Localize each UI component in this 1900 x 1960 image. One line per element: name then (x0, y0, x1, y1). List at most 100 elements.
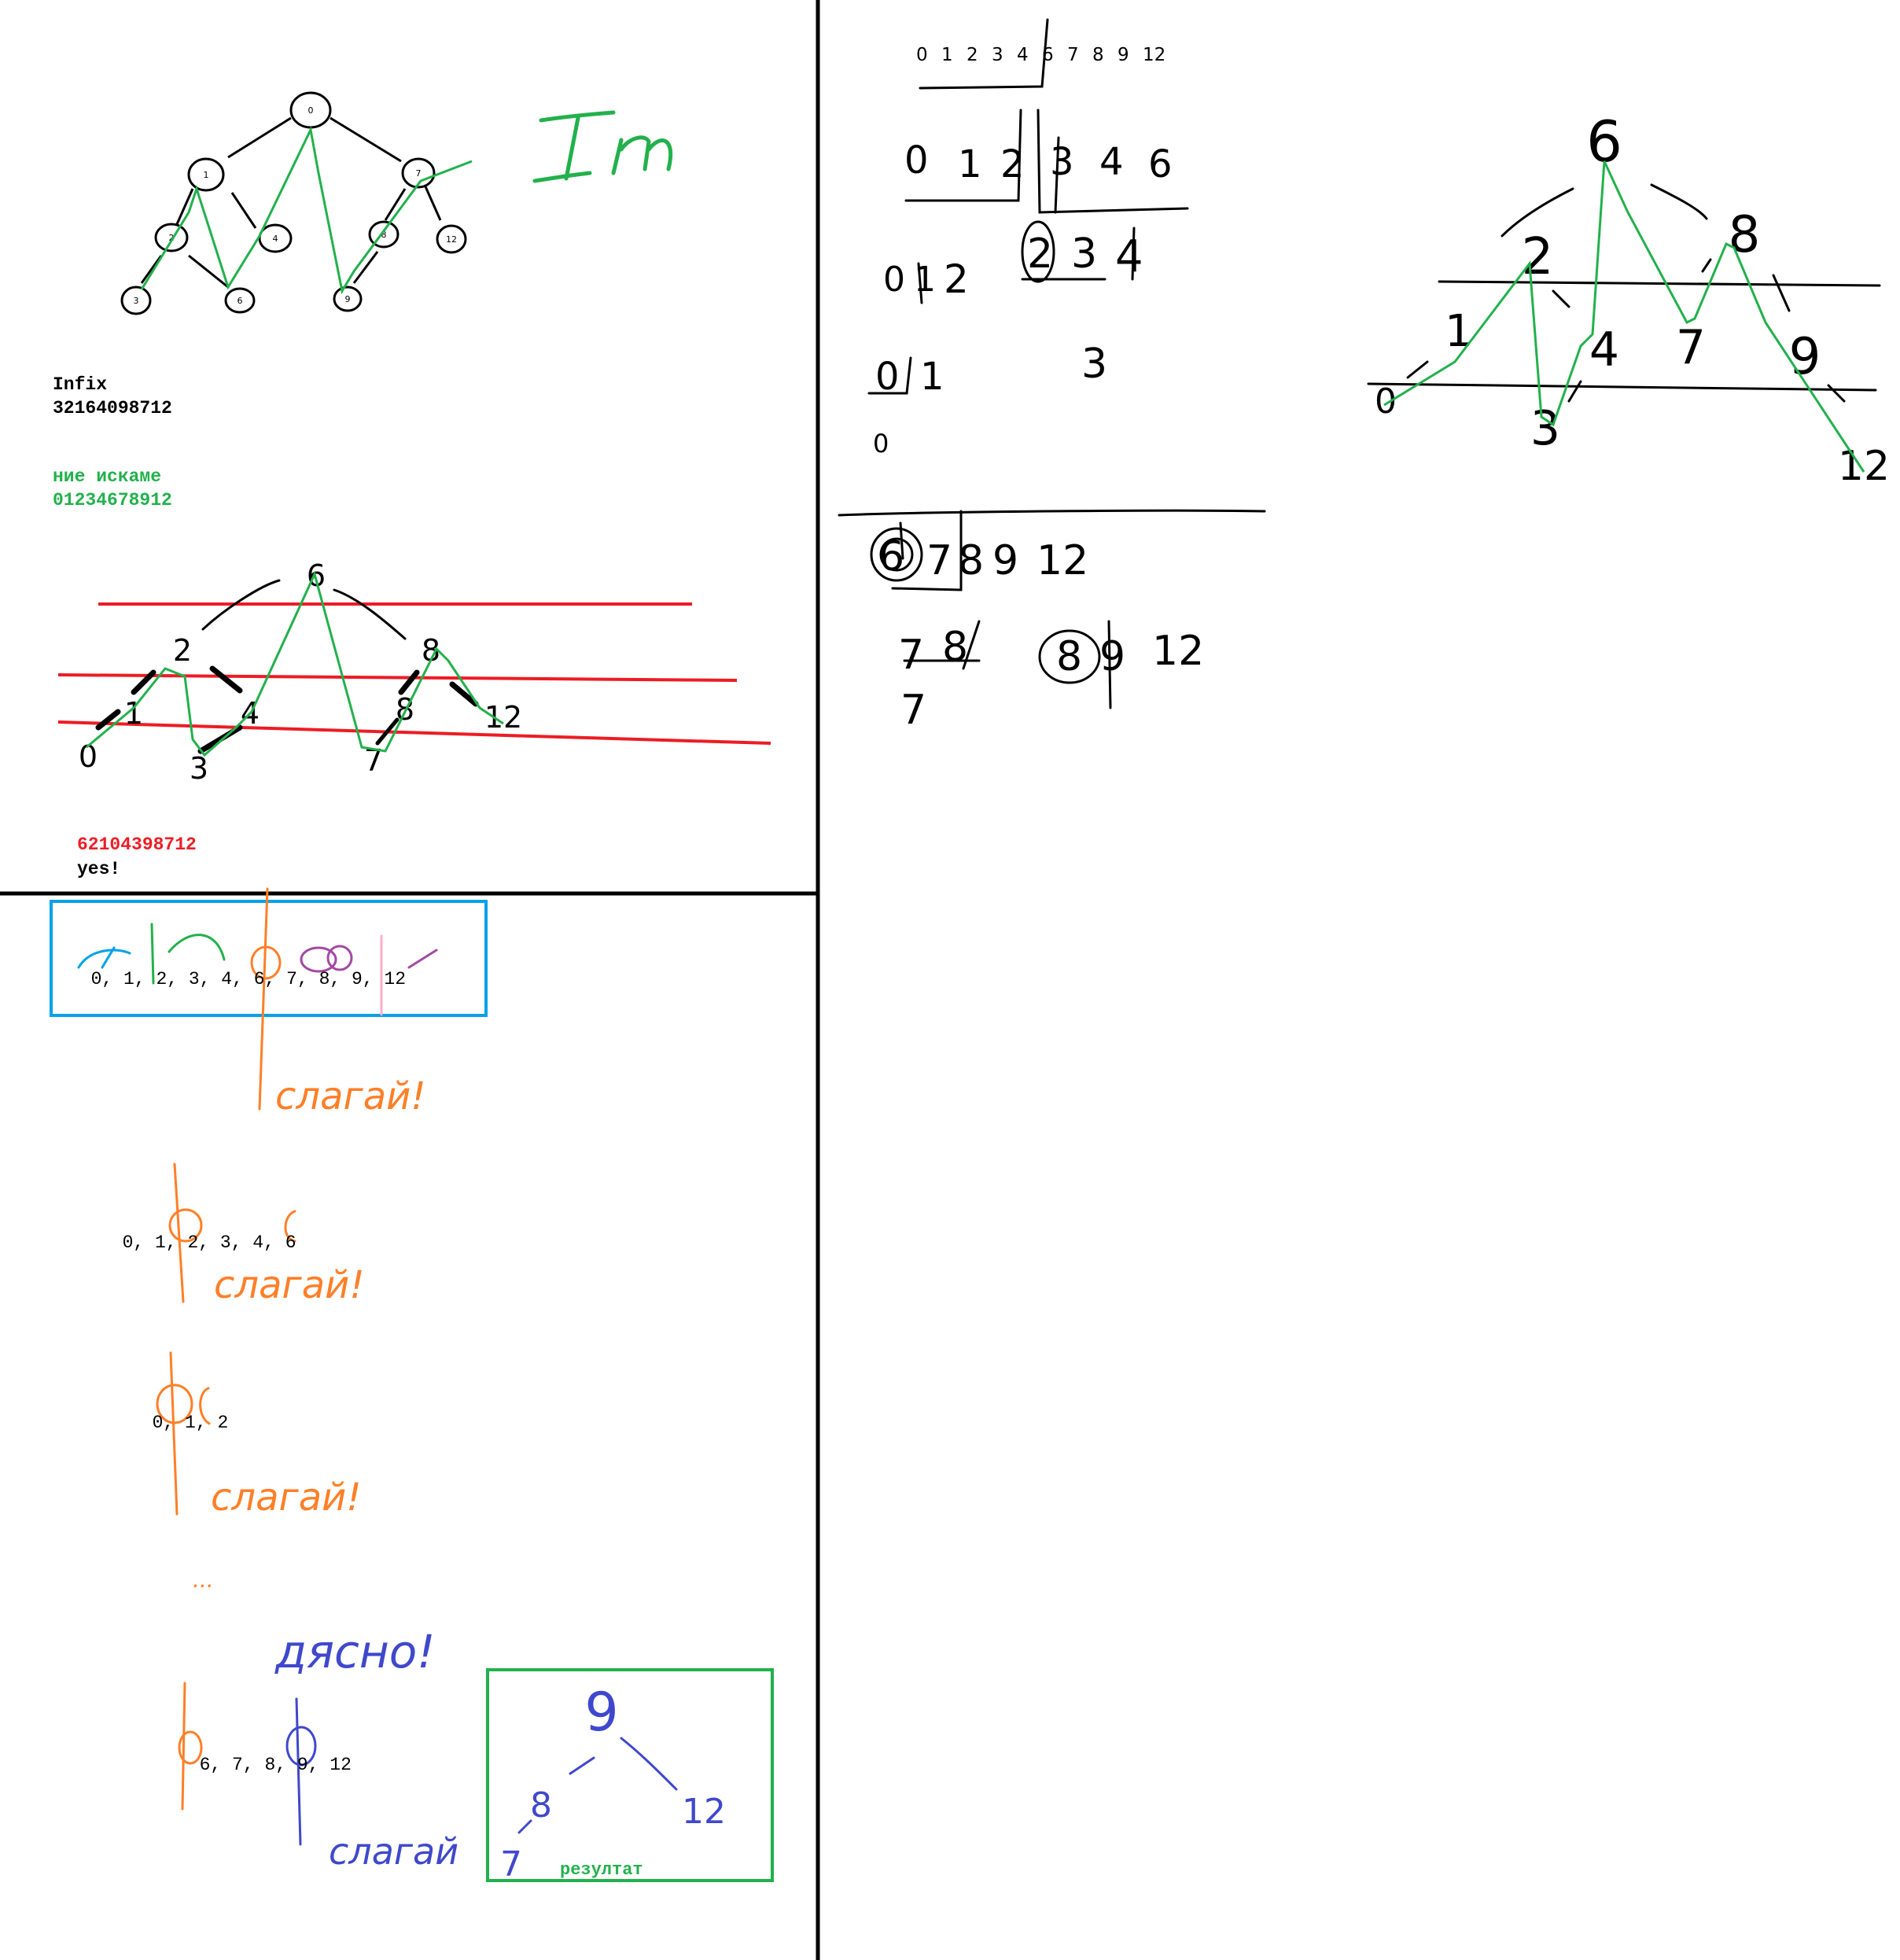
tree-1-edge (230, 192, 257, 229)
row2-left-item: 1 (914, 260, 936, 300)
seq-full-item: 9 (351, 969, 363, 989)
step4-word: слагай (329, 1830, 458, 1873)
row1-item: 0 (904, 138, 929, 182)
tree-2-edge (197, 724, 243, 754)
row4-item: 6 (878, 533, 904, 580)
seq-full-item: 7 (286, 969, 297, 989)
result-box (486, 1668, 774, 1882)
tree-1-edge (330, 116, 402, 163)
seq-left-item: 2 (187, 1232, 199, 1253)
row5-left-item: 7 (898, 632, 924, 679)
right-tree-label: 1 (1445, 306, 1473, 357)
tree-1-edge (175, 188, 194, 225)
tree-2-edge (375, 717, 400, 746)
step2-word: слагай! (214, 1263, 365, 1307)
tree-2-edge (449, 681, 479, 707)
step3-word: слагай! (211, 1476, 362, 1520)
seq-small-item: 2 (217, 1413, 229, 1433)
row3-left-item: 0 (875, 355, 900, 399)
tree-1-node (258, 223, 293, 253)
seq-full-item: 0 (90, 969, 102, 989)
red-level-lines (57, 602, 771, 745)
tree-2-edge (95, 709, 121, 731)
seq-right-item: 12 (330, 1755, 352, 1775)
row5-right-item: 9 (1099, 633, 1125, 680)
header-seq-item: 2 (967, 45, 978, 65)
right-tree-edge (1827, 384, 1846, 403)
tree-2-edges (95, 579, 479, 754)
tree-2-edge (209, 665, 243, 694)
tree-1-edge (140, 255, 163, 284)
seq-small-item: 1 (185, 1413, 196, 1433)
tree-1-node (368, 220, 400, 249)
red-level-line (57, 720, 771, 745)
result-node-label: 7 (500, 1844, 522, 1884)
seq-full-item: 1 (123, 969, 134, 989)
seq-full-item: 4 (221, 969, 233, 989)
right-handwritten-numbers: 0 1 2 3 4 6 0 1 2 2 3 4 0 1 3 0 6 7 8 9 … (873, 138, 1204, 734)
right-tree-labels: 6 2 8 1 4 7 9 0 3 12 (1375, 109, 1890, 490)
row3-bottom-item: 0 (873, 429, 889, 459)
tree-2-label: 2 (173, 633, 192, 668)
seq-right-item: 8 (264, 1755, 276, 1775)
tree-1-label: 6 (238, 296, 243, 306)
right-circles (870, 220, 1101, 684)
right-tree-edge (1406, 360, 1429, 379)
right-tree-label: 9 (1789, 328, 1821, 386)
seq-full-item: 3 (188, 969, 200, 989)
header-seq-item: 9 (1118, 45, 1129, 65)
seq-full-item: 8 (319, 969, 330, 989)
seq-full-item: 6 (253, 969, 265, 989)
answer-yes: yes! (77, 859, 121, 879)
right-tree-label: 0 (1375, 381, 1397, 422)
seq-full-item: 12 (384, 969, 407, 989)
row6-item: 7 (900, 687, 926, 734)
right-tree-edge (1772, 274, 1791, 312)
tree-1-labels: 0 1 7 2 4 8 12 3 6 9 (134, 105, 458, 306)
row3-left-item: 1 (920, 355, 944, 399)
sequence-box-blue (50, 900, 488, 1017)
right-tree-label: 8 (1729, 206, 1761, 264)
seq-right-annotations (178, 1682, 317, 1846)
in-label-handwritten (532, 110, 673, 183)
result-label: резултат (560, 1860, 643, 1880)
tree-1-edge (352, 251, 379, 284)
step1-word: слагай! (275, 1074, 426, 1118)
row2-left-item: 0 (883, 260, 905, 300)
tree-1-node (333, 286, 363, 312)
tree-2-edge (398, 669, 420, 695)
seq-left-item: 0 (122, 1232, 134, 1253)
right-tree-green-path (1383, 160, 1865, 473)
tree-2-edge (131, 669, 156, 695)
result-node-label: 8 (530, 1785, 552, 1826)
right-tree-label: 2 (1522, 228, 1554, 286)
right-tree-label: 4 (1589, 322, 1619, 378)
ellipsis: ... (193, 1567, 214, 1593)
seq-right: 6, 7, 8, 9, 12 (199, 1755, 352, 1775)
row1-item: 3 (1050, 140, 1074, 184)
infix-value: 32164098712 (53, 398, 172, 418)
right-tree-edge (1701, 258, 1712, 273)
right-tree-label: 12 (1838, 443, 1890, 490)
seq-left-item: 6 (285, 1232, 296, 1253)
tree-1 (120, 91, 467, 315)
row4-item: 12 (1037, 537, 1088, 584)
preorder-value: 62104398712 (77, 834, 197, 855)
right-tree-label: 3 (1530, 401, 1560, 456)
seq-left-annotations (168, 1162, 296, 1303)
search-value: 01234678912 (53, 490, 172, 510)
tree-1-node (154, 223, 189, 252)
right-tree-level-line (1438, 280, 1881, 287)
right-tree-edge (1567, 380, 1582, 403)
red-level-line (57, 673, 738, 682)
tree-1-label: 1 (204, 170, 209, 180)
row2-right-item: 3 (1071, 230, 1097, 278)
result-node-label: 12 (682, 1792, 726, 1832)
header-seq-item: 12 (1143, 45, 1165, 65)
seq-small: 0, 1, 2 (152, 1413, 229, 1433)
tree-1-node (401, 157, 436, 189)
search-title: ние искаме (53, 466, 162, 487)
seq-full-annotations (77, 887, 438, 1111)
tree-1-edge (384, 188, 407, 221)
